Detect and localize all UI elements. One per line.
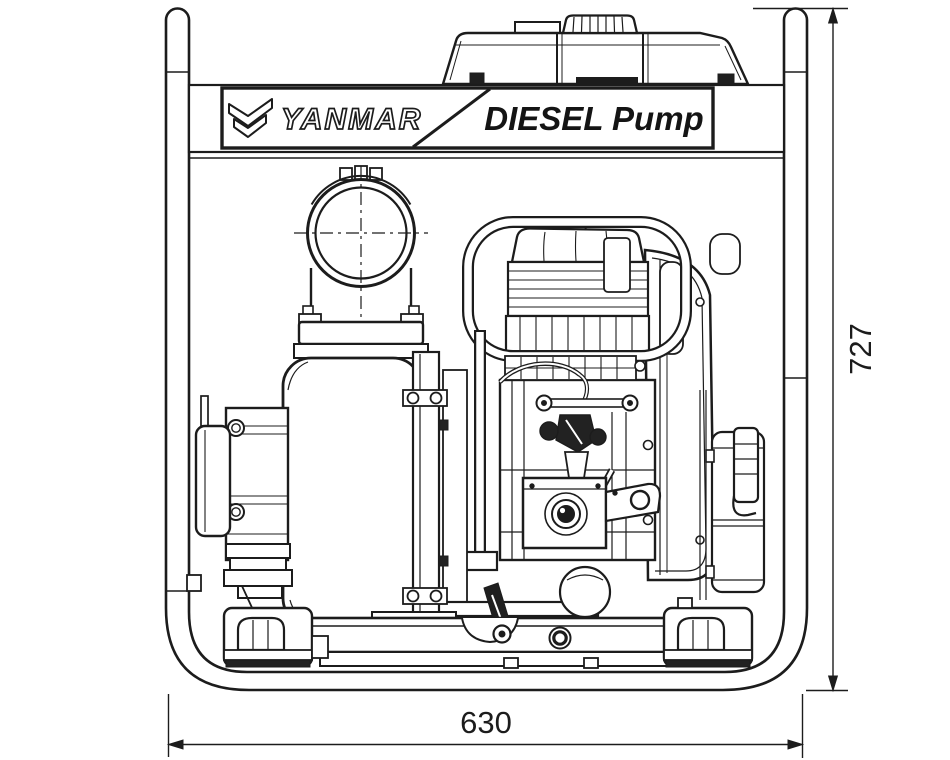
tank-mount-right [717,73,735,85]
pump-casing [194,350,457,630]
discharge-port-outer [306,178,416,288]
fuel-tank [441,14,750,86]
dimension-width: 630 [166,694,805,758]
arrow-down-icon [827,675,839,693]
product-label: DIESEL Pump [484,100,703,137]
fuel-injection-details [498,361,662,619]
fuel-filter-box [705,426,766,594]
injector-body [563,451,590,479]
engine-head [504,218,651,354]
riser-flange [293,305,429,359]
name-plate: YANMAR DIESEL Pump [220,86,715,150]
width-dim-label: 630 [460,705,512,740]
arrow-up-icon [827,6,839,24]
front-plate [194,424,232,538]
side-tank [603,237,631,293]
flywheel-shroud [643,233,741,600]
fuel-cock-knob [732,426,760,517]
rubber-foot-left [222,606,329,668]
rubber-foot-right [662,597,754,668]
barrel-fins [504,314,651,354]
discharge-assembly [293,165,429,420]
dimension-height: 727 [753,6,878,693]
suction-cover [194,395,290,562]
frame-bracket-tab [186,574,202,592]
yanmar-chevron-logo-icon [228,98,273,138]
sub-rail [319,651,721,667]
arrow-left-icon [166,739,184,750]
tank-shadow-strip [576,77,638,84]
governor-link-bar [543,398,631,408]
plate-divider [412,87,491,149]
arrow-right-icon [787,739,805,750]
tubular-frame [164,7,809,692]
rear-panel-lines [699,390,707,600]
stud-top [200,395,209,427]
shroud-duct [709,233,741,275]
tank-body [441,31,750,86]
handle-foot [461,550,499,572]
frame-weld-ticks [166,71,807,592]
volute-body [281,356,423,628]
fuel-cap-ribs [572,16,624,33]
frame-tube-outline [164,7,809,692]
tank-mount-left [469,72,485,85]
brand-label: YANMAR [281,103,422,136]
height-dim-label: 727 [843,323,878,375]
